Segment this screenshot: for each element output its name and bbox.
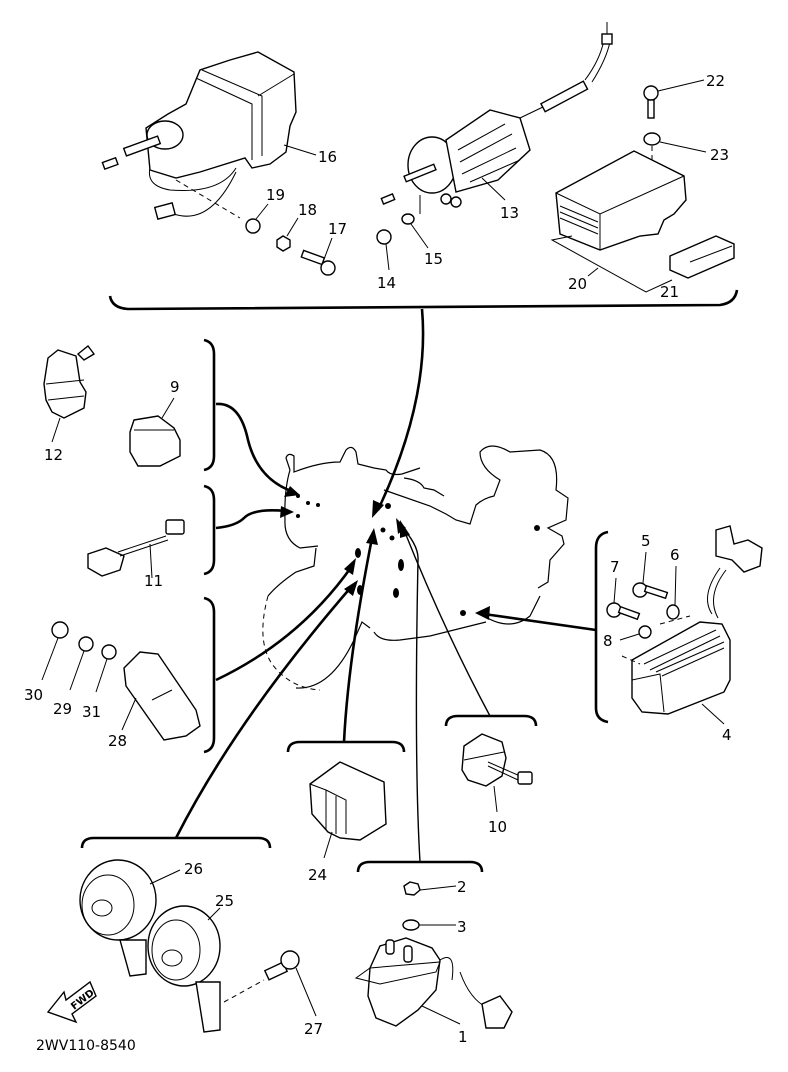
label-24: 24: [308, 866, 327, 884]
part-9-relay: [129, 415, 181, 467]
part-4-regulator: [631, 525, 763, 715]
bracket-25-27: [80, 836, 272, 849]
label-29: 29: [53, 700, 72, 718]
arrow-11: [215, 509, 287, 530]
bracket-28-31: [203, 596, 216, 754]
part-1-starter-relay: [354, 937, 513, 1029]
part-17-bolt: [300, 249, 336, 276]
part-25-horn: [147, 905, 221, 1033]
part-27-bolt: [263, 950, 300, 981]
arrow-24: [342, 537, 374, 743]
label-3: 3: [457, 918, 467, 936]
label-5: 5: [641, 532, 651, 550]
part-2-nut: [403, 881, 421, 896]
top-group-bracket: [108, 289, 739, 311]
part-13-servo: [380, 22, 613, 208]
label-2: 2: [457, 878, 467, 896]
label-8: 8: [603, 632, 613, 650]
part-31-washer: [101, 644, 117, 660]
label-16: 16: [318, 148, 337, 166]
part-30-nut: [51, 621, 69, 639]
bracket-11: [203, 484, 216, 576]
part-24-flasher-relay: [309, 761, 387, 841]
drawing-code: 2WV110-8540: [36, 1038, 136, 1054]
part-12-relay: [43, 345, 96, 419]
part-26-horn: [79, 859, 157, 977]
motorcycle-frame-outline: [262, 445, 569, 691]
part-21-connector: [669, 235, 735, 279]
label-9: 9: [170, 378, 180, 396]
arrow-9-12: [215, 402, 295, 494]
top-group-arrow: [376, 308, 425, 511]
label-22: 22: [706, 72, 725, 90]
label-28: 28: [108, 732, 127, 750]
bracket-4-8: [594, 530, 609, 724]
bracket-9-12: [203, 338, 216, 472]
label-25: 25: [215, 892, 234, 910]
bracket-1-3: [356, 860, 484, 873]
label-1: 1: [458, 1028, 468, 1046]
arrow-28-31: [215, 565, 354, 682]
arrow-25-27: [174, 585, 353, 839]
part-29-washer: [78, 636, 94, 652]
label-14: 14: [377, 274, 396, 292]
label-7: 7: [610, 558, 620, 576]
label-4: 4: [722, 726, 732, 744]
part-7-bolt: [606, 602, 641, 621]
label-13: 13: [500, 204, 519, 222]
part-23-washer: [643, 132, 661, 146]
label-27: 27: [304, 1020, 323, 1038]
part-3-washer: [402, 919, 420, 931]
label-17: 17: [328, 220, 347, 238]
top-group-arrowhead: [372, 500, 384, 518]
label-23: 23: [710, 146, 729, 164]
part-11-sensor: [87, 519, 185, 577]
part-18-nut: [276, 235, 291, 252]
label-21: 21: [660, 283, 679, 301]
label-11: 11: [144, 572, 163, 590]
part-16-motor-unit: [101, 51, 297, 220]
part-15-washer: [401, 213, 415, 225]
part-22-screw: [643, 85, 659, 119]
part-8-washer: [638, 625, 652, 639]
label-26: 26: [184, 860, 203, 878]
part-5-bolt: [632, 582, 669, 600]
label-12: 12: [44, 446, 63, 464]
label-15: 15: [424, 250, 443, 268]
fwd-direction-arrow: FWD: [46, 980, 97, 1024]
label-20: 20: [568, 275, 587, 293]
arrow-10: [403, 529, 491, 717]
label-31: 31: [82, 703, 101, 721]
label-6: 6: [670, 546, 680, 564]
label-19: 19: [266, 186, 285, 204]
part-19-washer: [245, 218, 261, 234]
label-30: 30: [24, 686, 43, 704]
bracket-24: [286, 740, 406, 753]
part-28-unit: [123, 651, 201, 741]
arrow-1-3: [399, 524, 421, 863]
part-6-collar: [666, 604, 680, 620]
part-20-control-unit: [555, 150, 687, 251]
part-14-nut: [376, 229, 392, 245]
label-10: 10: [488, 818, 507, 836]
bracket-10: [444, 714, 538, 727]
label-18: 18: [298, 201, 317, 219]
arrow-4-8: [483, 612, 597, 632]
part-10-relay: [461, 733, 533, 787]
